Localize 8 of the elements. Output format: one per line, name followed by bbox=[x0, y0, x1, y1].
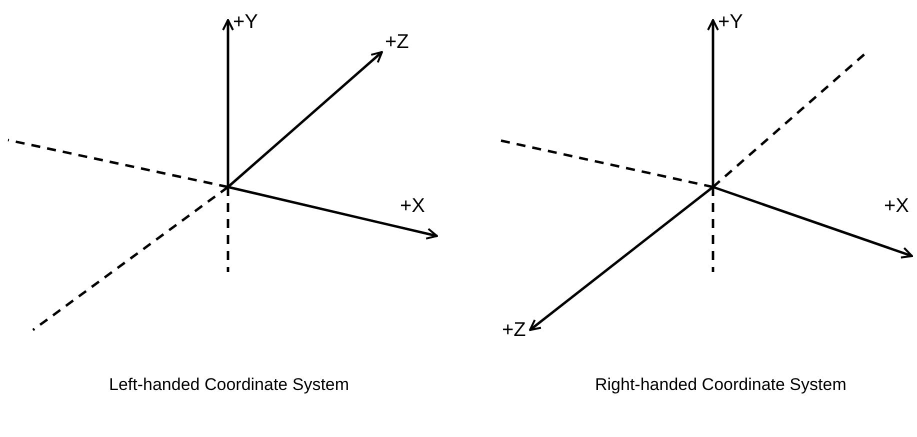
axis-label: +Z bbox=[385, 32, 409, 52]
axis-label: +Y bbox=[233, 12, 258, 32]
axis-label: +X bbox=[400, 196, 426, 216]
axis-label: +X bbox=[884, 196, 910, 216]
axis-label: +Y bbox=[718, 12, 744, 32]
diagram-caption: Right-handed Coordinate System bbox=[595, 376, 846, 393]
axis-label: +Z bbox=[502, 320, 526, 340]
diagram-caption: Left-handed Coordinate System bbox=[109, 376, 350, 393]
